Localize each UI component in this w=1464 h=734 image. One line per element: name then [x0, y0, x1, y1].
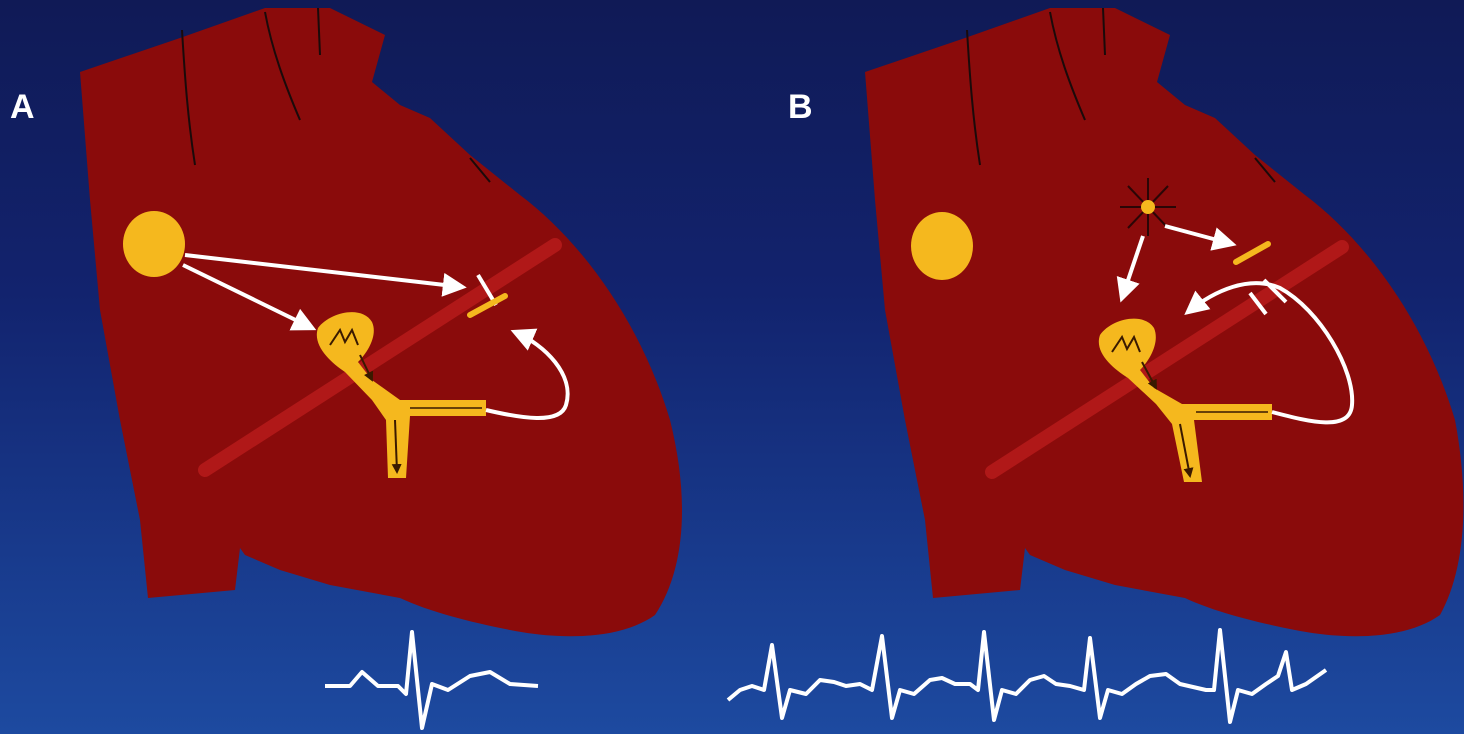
- panel-a: [80, 8, 682, 728]
- panel-label-b: B: [788, 88, 813, 127]
- sinus-node-circle-a: [123, 211, 185, 277]
- heart-silhouette-a: [80, 8, 682, 636]
- panel-label-a: A: [10, 88, 35, 127]
- panel-b: [728, 8, 1463, 722]
- ecg-trace-a: [325, 632, 538, 728]
- ecg-trace-b: [728, 630, 1326, 722]
- heart-silhouette-b: [865, 8, 1463, 636]
- sinus-node-circle-b: [911, 212, 973, 280]
